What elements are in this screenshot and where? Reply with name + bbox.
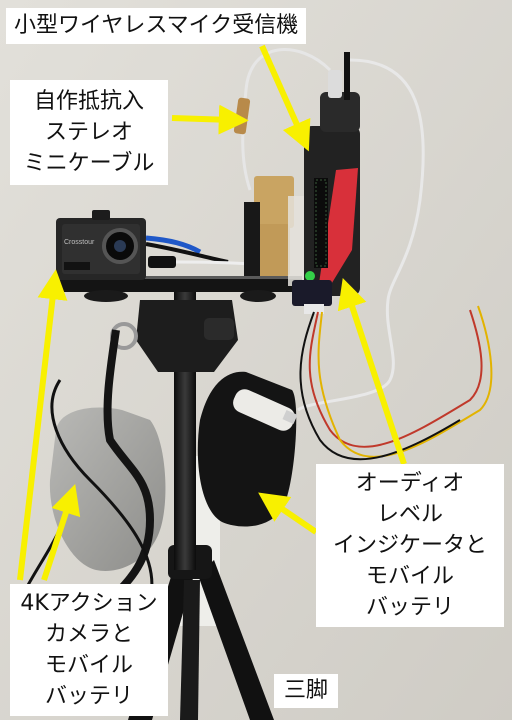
camera-top-button: [92, 210, 110, 220]
label-audio-meter-battery: オーディオ レベル インジケータと モバイル バッテリ: [316, 464, 504, 627]
wooden-block-upper: [254, 176, 294, 228]
status-led: [305, 271, 315, 281]
receiver-cap: [320, 92, 360, 132]
label-tripod-text: 三脚: [284, 678, 329, 703]
label-audio-line: オーディオ: [355, 471, 465, 496]
label-audio-line: バッテリ: [365, 595, 454, 620]
label-cable-line: 自作抵抗入: [33, 89, 144, 114]
label-camera-line: モバイル: [44, 653, 133, 678]
label-camera-line: 4Kアクション: [20, 591, 158, 616]
wooden-block-lower: [252, 224, 290, 276]
label-tripod: 三脚: [274, 674, 339, 708]
tripod-leg-right: [198, 560, 274, 720]
power-bank: [233, 389, 295, 431]
tripod-head-knob: [204, 318, 234, 340]
label-cable: 自作抵抗入 ステレオ ミニケーブル: [10, 80, 168, 185]
black-strap: [103, 329, 155, 603]
receiver-board: [292, 280, 332, 306]
usb-cable-blue: [145, 235, 202, 255]
tripod-leg-back: [180, 580, 200, 720]
receiver-antenna: [344, 52, 350, 100]
colored-wire-black: [299, 311, 461, 461]
label-audio-line: レベル: [376, 502, 443, 527]
label-camera-line: カメラと: [44, 622, 133, 647]
label-cable-line: ステレオ: [44, 120, 133, 145]
label-camera-line: バッテリ: [44, 684, 133, 709]
label-cable-line: ミニケーブル: [23, 151, 155, 176]
camera-black-cable: [145, 242, 229, 264]
label-audio-line: モバイル: [365, 564, 454, 589]
plate-knob-left: [84, 290, 128, 302]
gray-pouch: [49, 407, 166, 571]
audio-plug: [328, 70, 342, 98]
label-receiver: 小型ワイヤレスマイク受信機: [6, 8, 307, 44]
label-receiver-text: 小型ワイヤレスマイク受信機: [14, 13, 299, 38]
plate-knob-right: [240, 290, 276, 302]
label-audio-line: インジケータと: [332, 533, 487, 558]
camera-brand: Crosstour: [64, 239, 95, 246]
level-meter: [314, 178, 328, 268]
label-camera-battery: 4Kアクション カメラと モバイル バッテリ: [10, 584, 168, 716]
